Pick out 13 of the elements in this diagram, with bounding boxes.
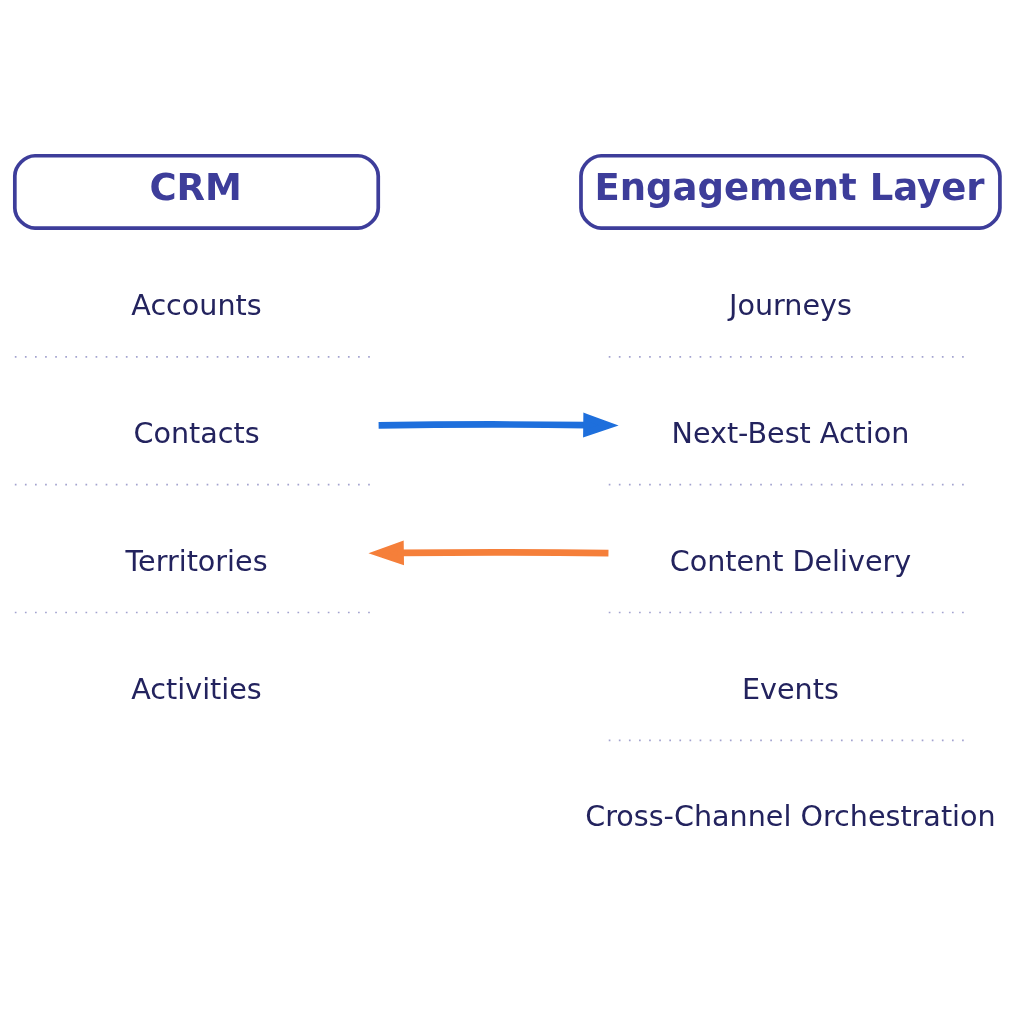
arrow <box>368 540 609 566</box>
node-text: Next-Best Action <box>671 415 910 450</box>
node-text: Accounts <box>131 287 262 322</box>
arrow <box>378 412 619 438</box>
node-text: Events <box>742 671 839 706</box>
node-text: Journeys <box>729 287 852 322</box>
node-text: Territories <box>125 543 268 578</box>
node-text: Contacts <box>133 415 260 450</box>
node-text: Content Delivery <box>669 543 912 578</box>
node-box: Engagement Layer <box>579 153 1002 230</box>
node-box: CRM <box>12 153 381 230</box>
node-text: Cross-Channel Orchestration <box>585 799 996 834</box>
node-text: Activities <box>131 671 262 706</box>
